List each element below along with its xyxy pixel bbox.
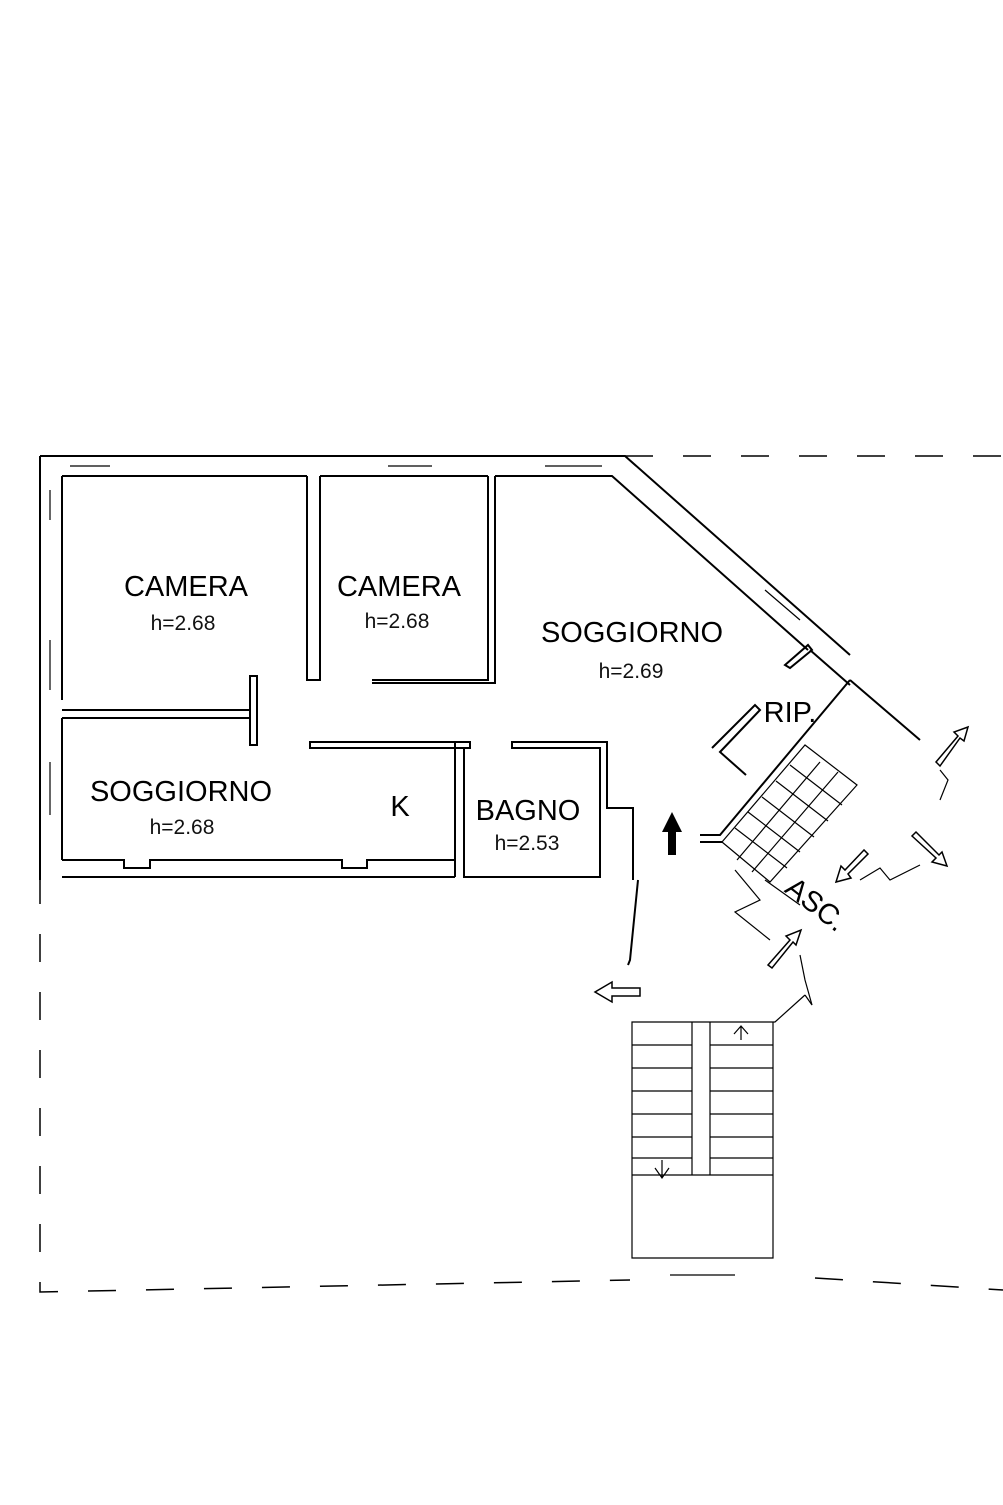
room-height: h=2.68	[151, 612, 216, 635]
exterior-walls	[39, 455, 851, 1276]
room-bagno: BAGNO h=2.53	[476, 795, 581, 855]
exit-arrow-icon	[593, 980, 641, 1004]
room-height: h=2.68	[365, 610, 430, 633]
entrance-arrow-icon	[662, 812, 682, 855]
arrow-icon	[934, 725, 970, 768]
access-arrows	[593, 725, 970, 1004]
storage-label: RIP.	[764, 697, 817, 729]
room-name: SOGGIORNO	[541, 617, 723, 649]
property-boundary	[39, 455, 1003, 1293]
elevator-label: ASC.	[779, 871, 852, 938]
room-camera-2: CAMERA h=2.68	[337, 571, 462, 633]
wall-fragment	[859, 769, 949, 881]
room-height: h=2.69	[599, 660, 664, 683]
kitchen-label: K	[390, 791, 410, 823]
room-soggiorno-main: SOGGIORNO h=2.69	[541, 617, 723, 683]
arrow-icon	[910, 830, 949, 868]
room-soggiorno-2: SOGGIORNO h=2.68	[90, 776, 272, 839]
arrow-icon	[834, 848, 870, 884]
staircase-upper	[721, 744, 858, 941]
room-name: BAGNO	[476, 795, 581, 827]
arrow-icon	[766, 928, 803, 970]
room-camera-1: CAMERA h=2.68	[124, 571, 249, 635]
room-height: h=2.68	[150, 816, 215, 839]
room-name: CAMERA	[124, 571, 249, 603]
room-name: CAMERA	[337, 571, 462, 603]
interior-walls	[62, 476, 921, 966]
room-height: h=2.53	[495, 832, 560, 855]
staircase-lower	[631, 954, 813, 1259]
room-name: SOGGIORNO	[90, 776, 272, 808]
